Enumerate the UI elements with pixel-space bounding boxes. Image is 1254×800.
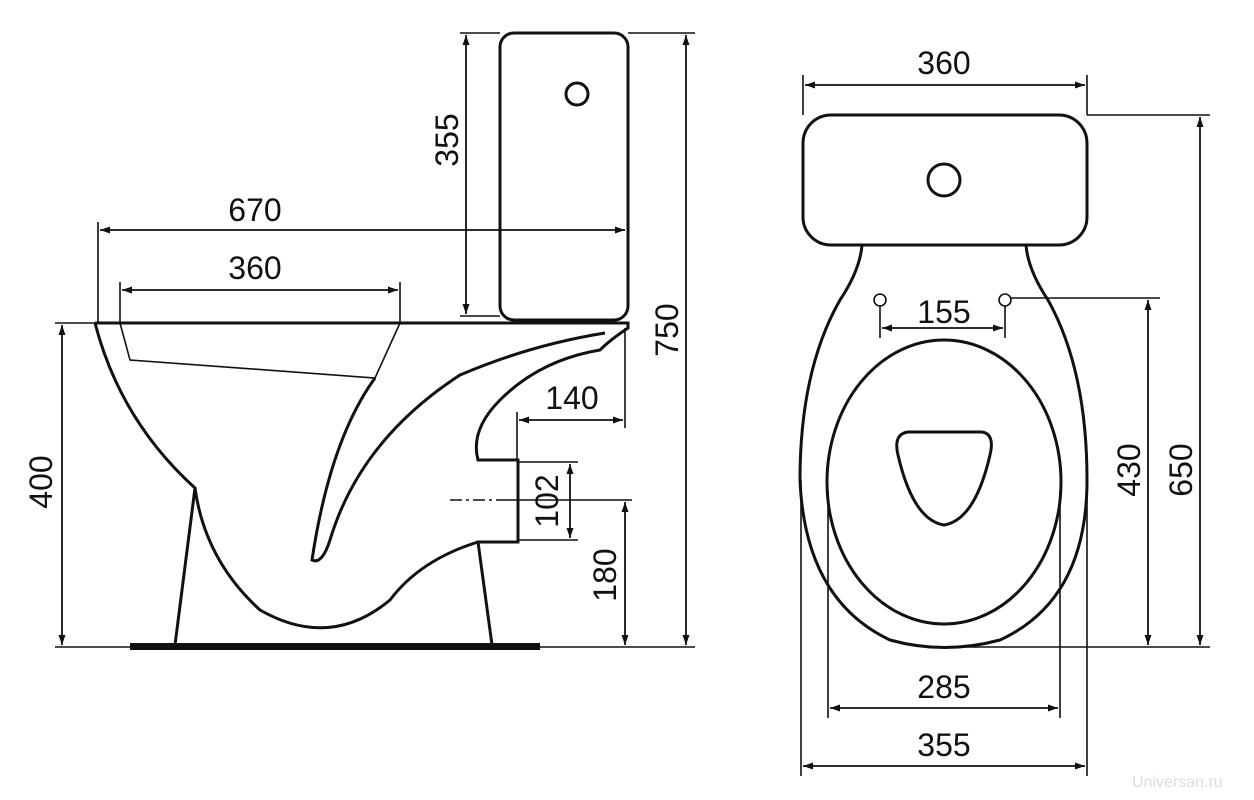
seat-inner bbox=[825, 338, 1063, 626]
dim-label-hole-spacing: 155 bbox=[917, 294, 970, 330]
dim-label-base-width: 285 bbox=[917, 669, 970, 705]
dim-label-outlet-offset: 140 bbox=[545, 380, 598, 416]
cistern-side bbox=[498, 31, 630, 322]
bowl-opening bbox=[895, 430, 993, 527]
seat-hinge-hole-right bbox=[998, 293, 1012, 307]
dim-label-bowl-height: 400 bbox=[23, 455, 59, 508]
bowl-outline bbox=[93, 321, 630, 646]
dim-label-tank-height: 355 bbox=[429, 113, 465, 166]
dim-label-outlet-size: 102 bbox=[529, 474, 565, 527]
cistern-top bbox=[801, 113, 1089, 247]
bowl-inner bbox=[193, 487, 479, 630]
flush-button-top bbox=[926, 162, 962, 198]
seat-well bbox=[119, 322, 401, 379]
trapway bbox=[310, 331, 606, 563]
dim-label-bowl-width: 355 bbox=[917, 727, 970, 763]
dim-label-outlet-height: 180 bbox=[587, 548, 623, 601]
dim-label-total-depth: 650 bbox=[1163, 443, 1199, 496]
dim-label-total-height: 750 bbox=[649, 303, 685, 356]
watermark: Universan.ru bbox=[1132, 774, 1223, 791]
floor-line bbox=[130, 643, 540, 650]
dim-label-seat-length: 360 bbox=[228, 250, 281, 286]
flush-button-side bbox=[564, 81, 590, 107]
dim-label-total-length: 670 bbox=[228, 192, 281, 228]
dim-label-tank-width: 360 bbox=[917, 45, 970, 81]
seat-hinge-hole-left bbox=[873, 293, 887, 307]
dim-label-bowl-length: 430 bbox=[1111, 443, 1147, 496]
top-view: 360 155 430 650 285 355 bbox=[798, 45, 1210, 776]
side-view: 670 360 355 750 400 140 102 180 bbox=[23, 31, 695, 650]
